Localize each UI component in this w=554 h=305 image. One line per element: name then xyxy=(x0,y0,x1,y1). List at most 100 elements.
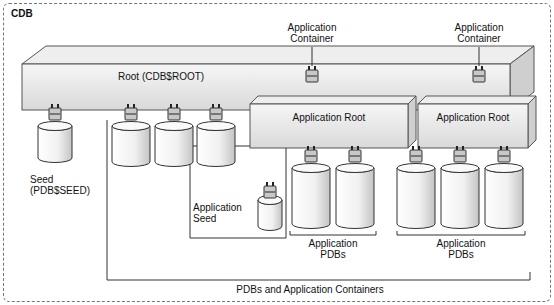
plug-band xyxy=(305,155,317,157)
plug-band xyxy=(410,155,422,157)
cylinder-top xyxy=(397,164,435,173)
plug-icon xyxy=(49,104,61,120)
label-text: Application Container xyxy=(446,22,512,44)
plug-prong xyxy=(500,146,502,150)
plug-body xyxy=(306,70,318,82)
box-front-face xyxy=(250,104,408,148)
cylinder-top xyxy=(441,164,479,173)
plug-body xyxy=(305,150,317,162)
plug-prong xyxy=(313,146,315,150)
plug-band xyxy=(473,75,485,77)
bracket xyxy=(290,231,376,235)
plug-band xyxy=(210,113,222,115)
node-text: Application Root xyxy=(420,112,526,123)
plug-body xyxy=(49,108,61,120)
plug-icon xyxy=(125,104,137,120)
plug-prong xyxy=(176,104,178,108)
application-pdb-cylinder xyxy=(441,164,479,229)
plug-prong xyxy=(51,104,53,108)
plug-prong xyxy=(475,66,477,70)
node-text: Root (CDB$ROOT) xyxy=(118,71,512,82)
node-text: Application Root xyxy=(252,112,406,123)
application-root-box xyxy=(250,96,416,148)
plug-prong xyxy=(266,182,268,186)
cylinder-top xyxy=(38,122,72,131)
container-cord xyxy=(479,47,480,66)
plug-icon xyxy=(473,66,485,82)
cylinder-body xyxy=(485,168,523,229)
plug-prong xyxy=(481,66,483,70)
plug-band xyxy=(168,113,180,115)
plug-body xyxy=(454,150,466,162)
plug-band xyxy=(498,155,510,157)
plug-prong xyxy=(127,104,129,108)
plug-body xyxy=(349,150,361,162)
plug-band xyxy=(349,155,361,157)
application-root: Application Root xyxy=(418,104,528,148)
plug-prong xyxy=(462,146,464,150)
bracket xyxy=(107,120,530,280)
plug-prong xyxy=(351,146,353,150)
box-top-face xyxy=(250,96,416,104)
label-text: Application PDBs xyxy=(300,238,366,260)
cylinder-body xyxy=(336,168,374,229)
plug-prong xyxy=(412,146,414,150)
pdb-cylinder xyxy=(112,122,150,167)
box-side-face xyxy=(408,96,416,148)
plug-icon xyxy=(349,146,361,162)
seed-pdb: Seed (PDB$SEED) xyxy=(26,116,94,200)
box-side-face xyxy=(528,96,536,148)
plug-body xyxy=(125,108,137,120)
plug-prong xyxy=(308,66,310,70)
plug-icon xyxy=(168,104,180,120)
application-pdb-cylinder xyxy=(292,164,330,229)
plug-prong xyxy=(357,146,359,150)
plug-prong xyxy=(418,146,420,150)
cylinder-top xyxy=(485,164,523,173)
application-pdb-cylinder xyxy=(336,164,374,229)
container-cord xyxy=(312,47,313,66)
cylinder-body xyxy=(441,168,479,229)
application-pdb-cylinder xyxy=(397,164,435,229)
plug-prong xyxy=(133,104,135,108)
plug-body xyxy=(498,150,510,162)
plug-band xyxy=(306,75,318,77)
root-container: Root (CDB$ROOT) xyxy=(22,64,512,110)
node-text: Seed (PDB$SEED) xyxy=(30,174,94,196)
plug-band xyxy=(454,155,466,157)
application-seed: Application Seed xyxy=(190,146,286,238)
plug-icon xyxy=(210,104,222,120)
cylinder-top xyxy=(112,122,150,131)
cylinder-body xyxy=(397,168,435,229)
plug-body xyxy=(210,108,222,120)
plug-prong xyxy=(307,146,309,150)
cylinder-top xyxy=(336,164,374,173)
seed-cylinder xyxy=(38,122,72,163)
cylinder-body xyxy=(38,126,72,163)
application-pdb-cylinder xyxy=(485,164,523,229)
plug-body xyxy=(168,108,180,120)
label-text: Application PDBs xyxy=(428,238,494,260)
application-seed-cylinder xyxy=(258,196,282,231)
plug-prong xyxy=(506,146,508,150)
cylinder-body xyxy=(112,126,150,167)
plug-icon xyxy=(410,146,422,162)
plug-body xyxy=(473,70,485,82)
label-text: PDBs and Application Containers xyxy=(200,284,420,295)
plug-prong xyxy=(218,104,220,108)
label-text: Application Container xyxy=(279,22,345,44)
cylinder-body xyxy=(155,126,193,167)
cylinder-top xyxy=(292,164,330,173)
bracket xyxy=(397,231,525,235)
plug-icon xyxy=(498,146,510,162)
cylinder-top xyxy=(197,122,235,131)
plug-icon xyxy=(306,66,318,82)
plug-prong xyxy=(170,104,172,108)
plug-prong xyxy=(212,104,214,108)
cylinder-top xyxy=(155,122,193,131)
application-root-box xyxy=(418,96,536,148)
application-root: Application Root xyxy=(250,104,408,148)
plug-prong xyxy=(456,146,458,150)
box-top-face xyxy=(22,46,534,64)
